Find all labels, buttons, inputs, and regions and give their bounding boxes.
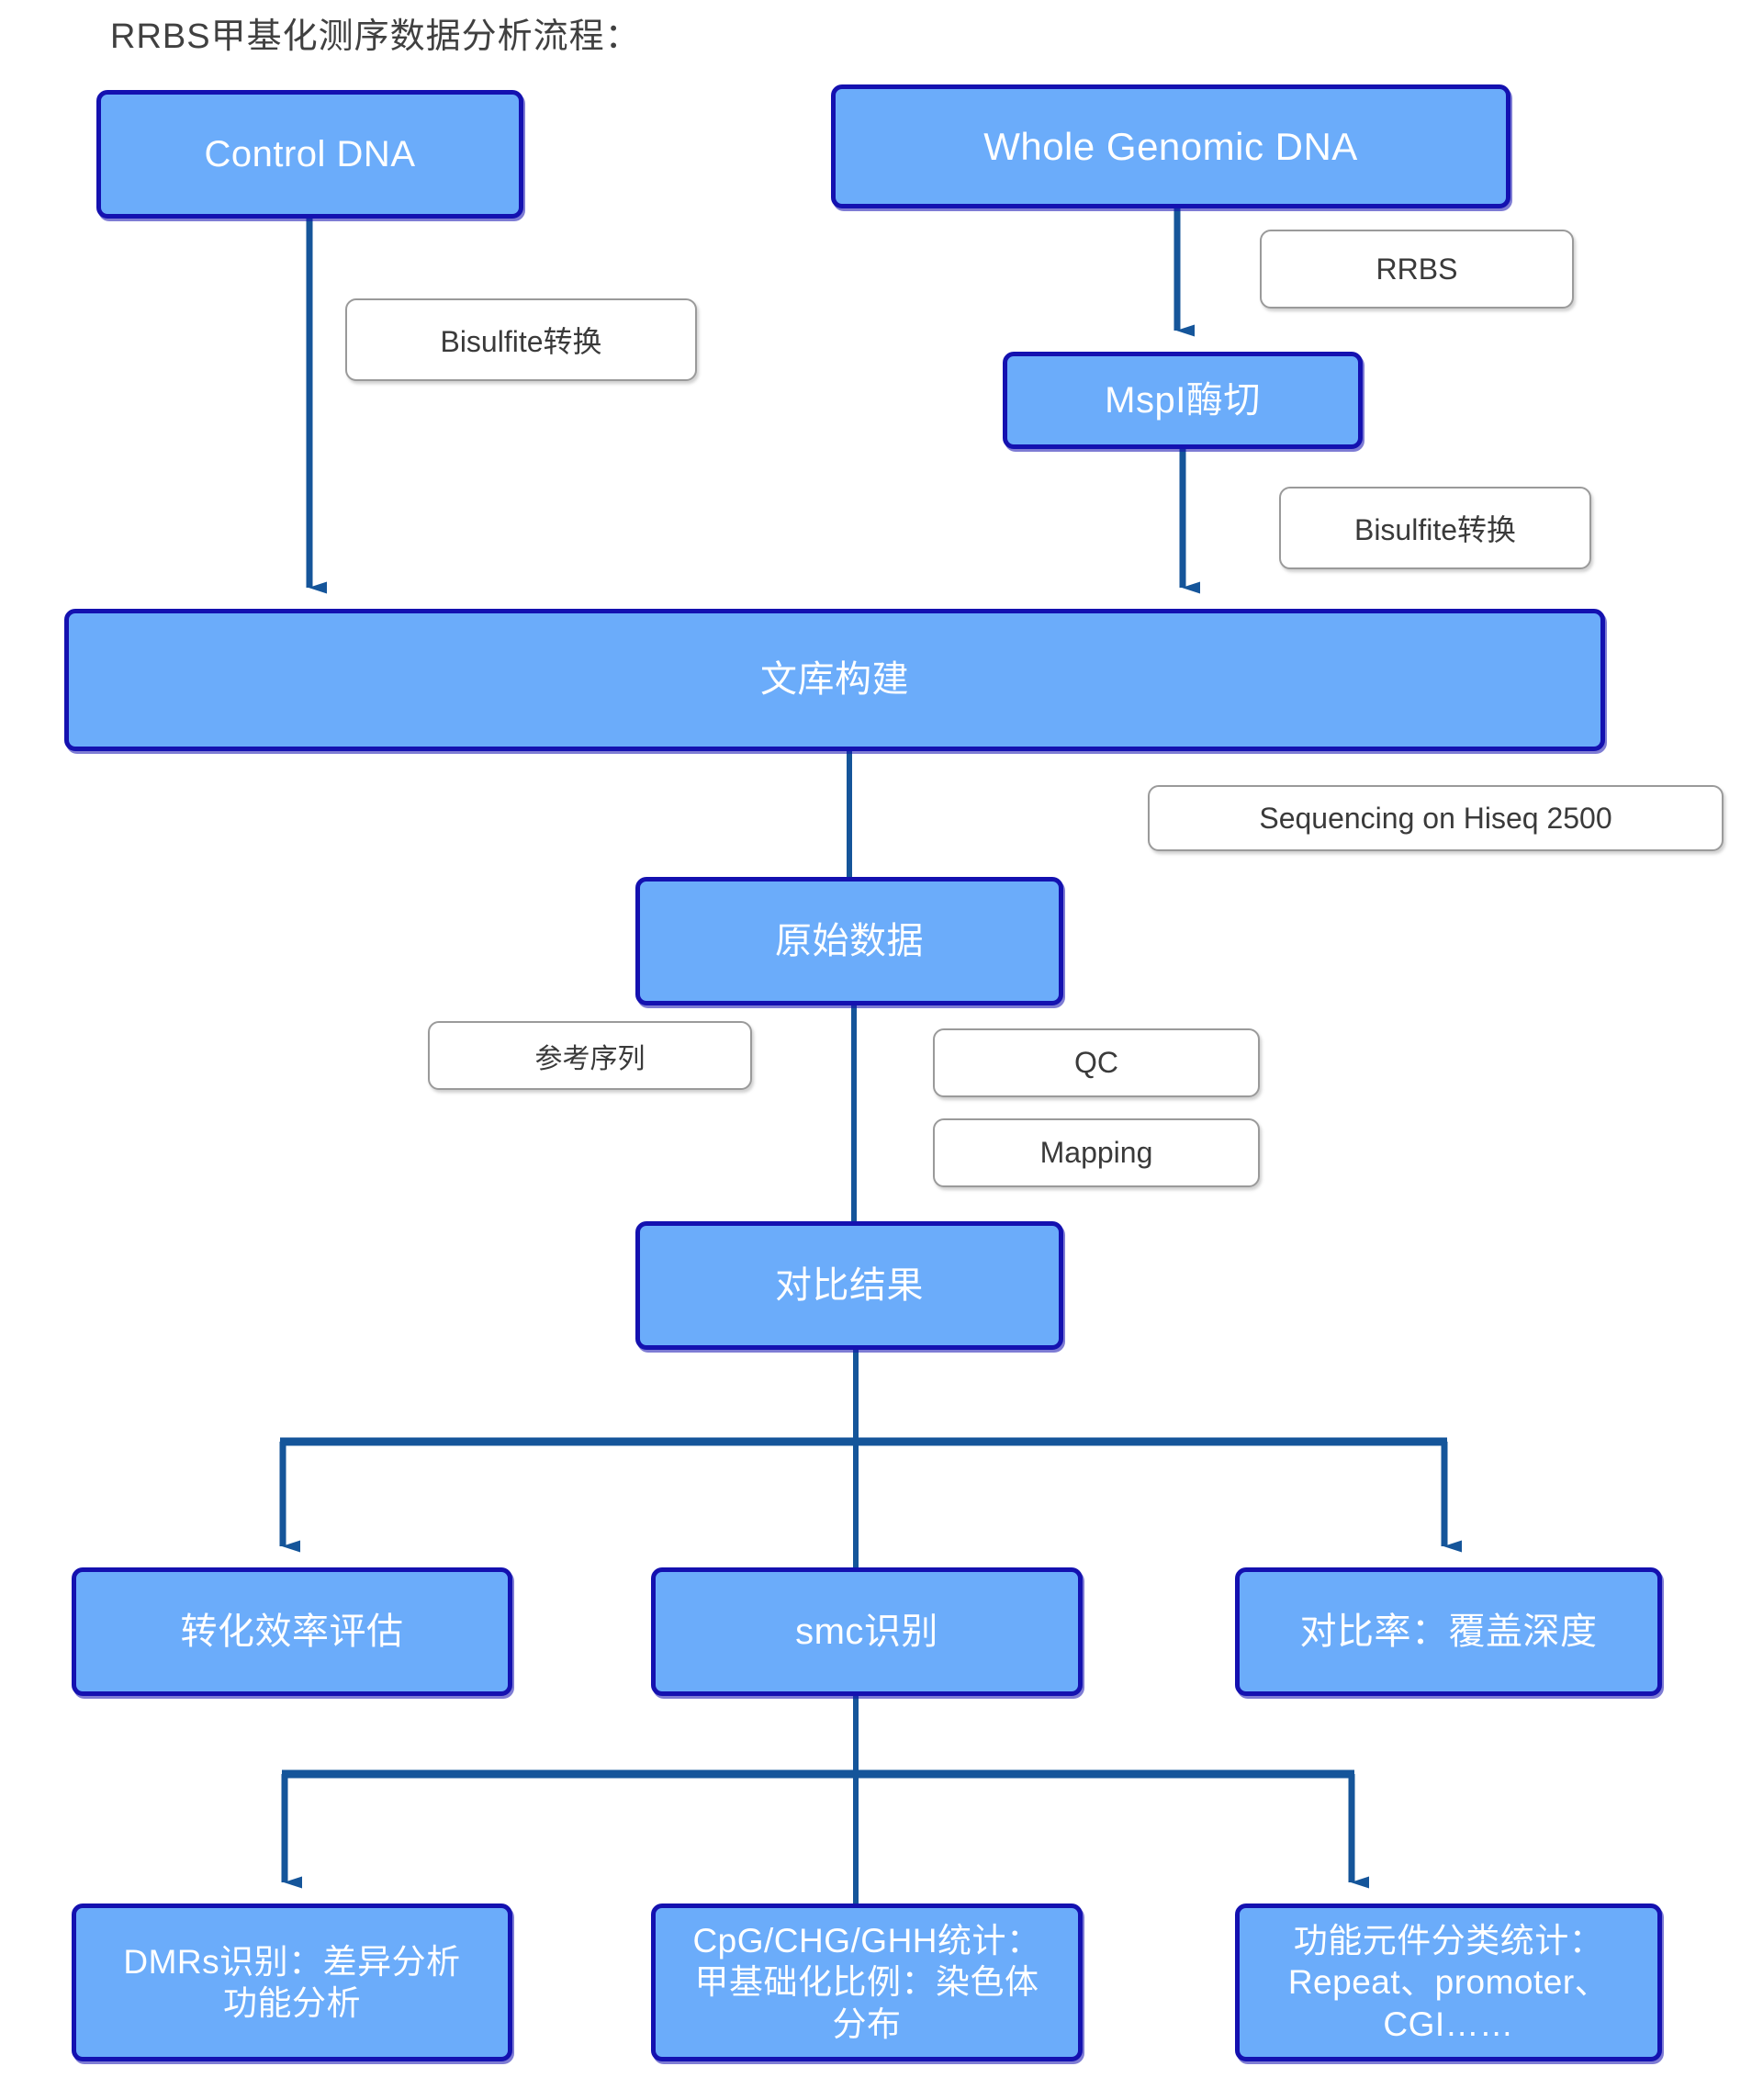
- node-mspl-digestion[interactable]: MspI酶切: [1003, 352, 1363, 449]
- tag-rrbs[interactable]: RRBS: [1260, 230, 1574, 309]
- page-title: RRBS甲基化测序数据分析流程：: [110, 17, 641, 56]
- tag-mapping[interactable]: Mapping: [933, 1118, 1260, 1187]
- node-whole-genomic-dna[interactable]: Whole Genomic DNA: [831, 84, 1510, 208]
- tag-bisulfite-conversion-right[interactable]: Bisulfite转换: [1279, 487, 1591, 569]
- node-alignment-result[interactable]: 对比结果: [635, 1221, 1063, 1350]
- node-cpg-chg-ghh-statistics[interactable]: CpG/CHG/GHH统计： 甲基础化比例：染色体 分布: [651, 1903, 1083, 2061]
- node-control-dna[interactable]: Control DNA: [96, 90, 523, 219]
- node-library-construction[interactable]: 文库构建: [64, 609, 1605, 751]
- tag-reference-sequence[interactable]: 参考序列: [428, 1021, 752, 1090]
- node-conversion-efficiency[interactable]: 转化效率评估: [72, 1567, 512, 1696]
- tag-sequencing-on-hiseq[interactable]: Sequencing on Hiseq 2500: [1148, 785, 1724, 851]
- tag-qc[interactable]: QC: [933, 1028, 1260, 1097]
- node-smc-identification[interactable]: smc识别: [651, 1567, 1083, 1696]
- node-map-rate-coverage[interactable]: 对比率：覆盖深度: [1235, 1567, 1662, 1696]
- tag-bisulfite-conversion-left[interactable]: Bisulfite转换: [345, 298, 697, 381]
- node-dmrs-identification[interactable]: DMRs识别：差异分析 功能分析: [72, 1903, 512, 2061]
- node-functional-element-statistics[interactable]: 功能元件分类统计： Repeat、promoter、 CGI……: [1235, 1903, 1662, 2061]
- node-raw-data[interactable]: 原始数据: [635, 877, 1063, 1005]
